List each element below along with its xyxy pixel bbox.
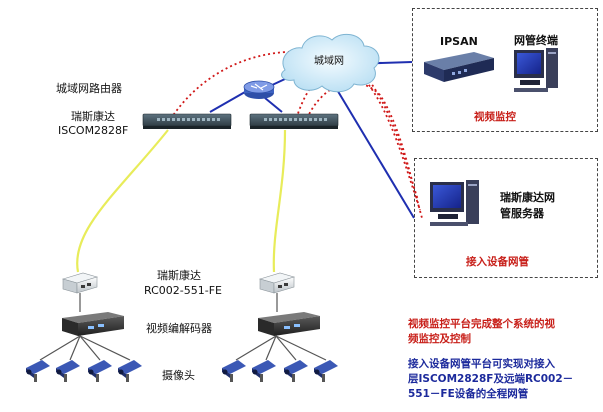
camera-icon[interactable] [26,360,50,382]
camera-group-right [222,360,338,382]
nms-terminal-label: 网管终端 [514,34,558,47]
camera-icon[interactable] [314,360,338,382]
router-label: 城域网路由器 [56,82,122,95]
camera-icon[interactable] [284,360,308,382]
camera-icon[interactable] [56,360,80,382]
converter-model-label: RC002-551-FE [144,284,222,297]
camera-icon[interactable] [252,360,276,382]
link-switch2-router [264,97,283,113]
ipsan-storage[interactable] [424,52,494,82]
camera-links [39,335,327,361]
nms-server-pc[interactable] [430,180,479,226]
switch-iscom2828f-right[interactable] [249,113,339,129]
fiber-links [76,129,287,273]
note-blue-line2: 层ISCOM2828F及远端RC002－ [408,373,574,385]
converter-brand-label: 瑞斯康达 [157,269,201,282]
camera-label: 摄像头 [162,369,195,382]
note-blue-line3: 551－FE设备的全程网管 [408,388,529,400]
access-nms-label: 接入设备网管 [466,256,529,268]
fiber-link-left [76,129,169,273]
switch-brand-label: 瑞斯康达 [71,110,115,123]
camera-icon[interactable] [222,360,246,382]
video-codec-left[interactable] [62,312,124,336]
video-codec-right[interactable] [258,312,320,336]
server-label-line1: 瑞斯康达网 [500,191,555,204]
cloud-label: 城域网 [314,56,344,67]
codec-label: 视频编解码器 [146,322,212,335]
note-red-line1: 视频监控平台完成整个系统的视 [408,318,555,330]
switch-model-label: ISCOM2828F [58,124,129,137]
router[interactable] [243,80,275,99]
metro-network-cloud [281,33,380,93]
note-blue-line1: 接入设备网管平台可实现对接入 [408,358,555,370]
camera-group-left [26,360,142,382]
media-converter-right[interactable] [258,272,296,294]
fiber-link-right [272,129,287,273]
access-nms-box [414,158,598,278]
note-red-line2: 频监控及控制 [408,333,471,345]
link-switch1-router [209,91,246,113]
link-cloud-server [335,87,415,219]
ipsan-label: IPSAN [440,35,478,48]
video-monitor-label: 视频监控 [474,111,516,123]
server-label-line2: 管服务器 [500,207,544,220]
video-monitor-box [412,8,598,132]
converter-codec-links [79,293,278,312]
mgmt-path-right [304,81,423,219]
camera-icon[interactable] [88,360,112,382]
nms-terminal-pc[interactable] [514,48,558,92]
camera-icon[interactable] [118,360,142,382]
switch-iscom2828f-left[interactable] [142,113,232,129]
media-converter-left[interactable] [61,272,99,294]
